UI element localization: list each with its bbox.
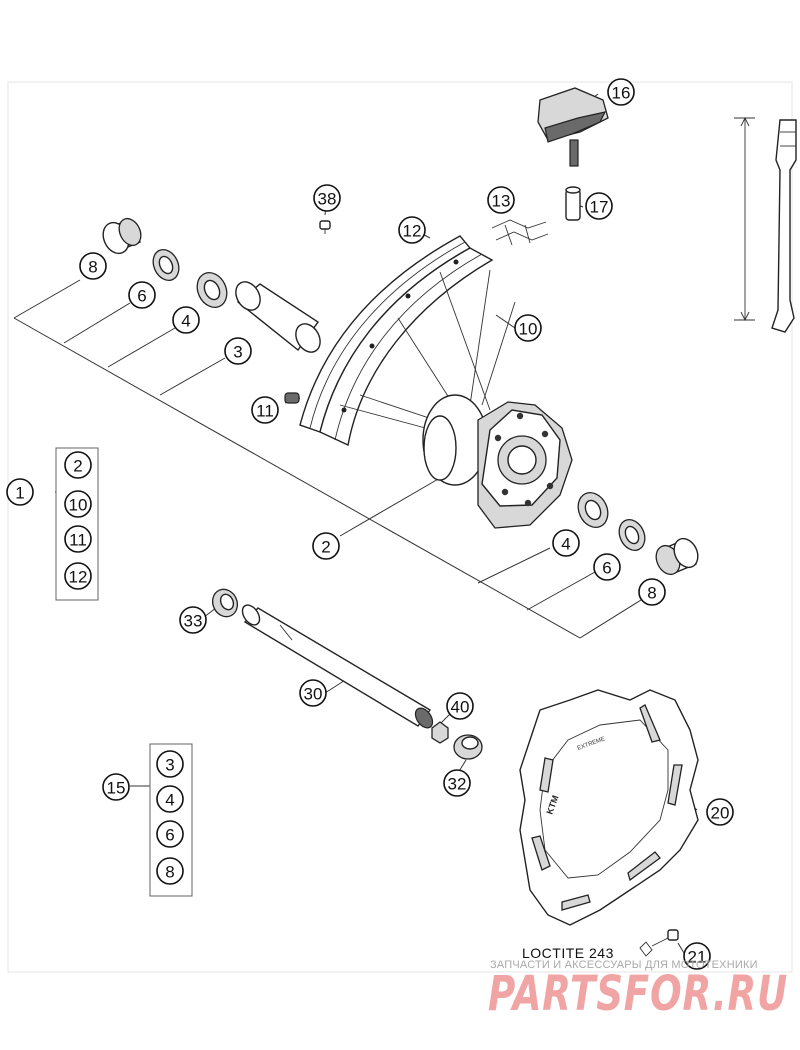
callout-label: 20: [711, 804, 730, 823]
callout-c13: 13: [487, 186, 515, 214]
part-8-spacer-left: [102, 217, 142, 255]
callout-c4a: 4: [172, 306, 200, 334]
callout-label: 13: [492, 192, 511, 211]
part-13-rim-tape: [491, 219, 549, 246]
part-21-bolt: [639, 929, 679, 957]
part-33-collar: [211, 588, 239, 618]
callout-c4b: 4: [552, 529, 580, 557]
callout-label: 6: [137, 287, 146, 306]
callout-c17: 17: [585, 192, 613, 220]
callout-label: 8: [165, 863, 174, 882]
callout-c12b: 12: [64, 562, 92, 590]
callout-label: 3: [233, 343, 242, 362]
callout-c3a: 3: [224, 337, 252, 365]
callout-c33: 33: [179, 606, 207, 634]
callout-label: 4: [561, 535, 570, 554]
callout-c6b: 6: [593, 553, 621, 581]
callout-label: 4: [181, 312, 190, 331]
callout-c11a: 11: [251, 396, 279, 424]
callout-c16: 16: [607, 78, 635, 106]
callout-label: 15: [107, 779, 126, 798]
callout-c30: 30: [299, 679, 327, 707]
callout-c21: 21: [683, 942, 711, 970]
callout-c11b: 11: [64, 525, 92, 553]
callout-label: 38: [318, 190, 337, 209]
loctite-note: LOCTITE 243: [522, 945, 614, 961]
callout-c2b: 2: [64, 451, 92, 479]
part-2-hub: [422, 394, 573, 529]
part-8-spacer-right: [655, 537, 699, 576]
callout-label: 21: [688, 948, 707, 967]
callout-c6a: 6: [128, 281, 156, 309]
callout-c8a: 8: [79, 252, 107, 280]
callout-label: 17: [590, 198, 609, 217]
part-38-bolt: [319, 220, 331, 234]
callout-label: 10: [69, 496, 88, 515]
callout-c32: 32: [443, 769, 471, 797]
callout-label: 16: [612, 84, 631, 103]
callout-label: 40: [451, 698, 470, 717]
callout-label: 11: [256, 402, 274, 421]
callout-c10b: 10: [64, 490, 92, 518]
part-4-bearing-right: [577, 491, 609, 529]
callout-c20: 20: [706, 798, 734, 826]
callouts: 1223344466688810101111121213151617202130…: [6, 78, 734, 970]
callout-label: 12: [69, 568, 88, 587]
callout-label: 3: [165, 756, 174, 775]
callout-label: 6: [602, 559, 611, 578]
callout-c4c: 4: [156, 785, 184, 813]
callout-c10a: 10: [514, 314, 542, 342]
callout-label: 6: [165, 826, 174, 845]
part-16-rim-lock: [537, 87, 609, 167]
callout-c40: 40: [446, 692, 474, 720]
tyre-profile: [734, 116, 797, 333]
part-6-seal-left: [152, 248, 180, 282]
callout-label: 2: [321, 538, 330, 557]
callout-label: 8: [88, 258, 97, 277]
callout-c38: 38: [313, 184, 341, 212]
callout-label: 32: [448, 775, 467, 794]
callout-label: 1: [15, 484, 24, 503]
callout-c6c: 6: [156, 820, 184, 848]
callout-c3b: 3: [156, 750, 184, 778]
callout-label: 12: [403, 222, 422, 241]
part-40-nut: [431, 721, 449, 744]
part-30-axle: [241, 604, 434, 729]
callout-c1: 1: [6, 478, 34, 506]
part-20-brake-disc: EXTREME KTM: [519, 689, 699, 926]
callout-label: 33: [184, 612, 203, 631]
part-3-distance-sleeve: [235, 281, 321, 353]
callout-label: 11: [69, 531, 87, 550]
watermark-logo: PARTSFOR.RU: [488, 966, 788, 1022]
callout-label: 30: [304, 685, 323, 704]
part-32-axle-nut: [453, 734, 483, 760]
part-4-bearing-left: [196, 271, 228, 309]
callout-c8c: 8: [156, 857, 184, 885]
part-11-nipple: [284, 392, 300, 404]
watermark-subtitle: ЗАПЧАСТИ И АКСЕССУАРЫ ДЛЯ МОТОТЕХНИКИ: [490, 959, 758, 971]
callout-c12a: 12: [398, 216, 426, 244]
callout-c8b: 8: [638, 578, 666, 606]
callout-c2a: 2: [312, 532, 340, 560]
part-17-nut: [565, 186, 581, 221]
callout-label: 4: [165, 791, 174, 810]
frame-border: [7, 81, 793, 973]
part-6-seal-right: [618, 518, 646, 552]
callout-label: 2: [73, 457, 82, 476]
callout-label: 10: [519, 320, 538, 339]
callout-c15: 15: [102, 773, 130, 801]
callout-label: 8: [647, 584, 656, 603]
